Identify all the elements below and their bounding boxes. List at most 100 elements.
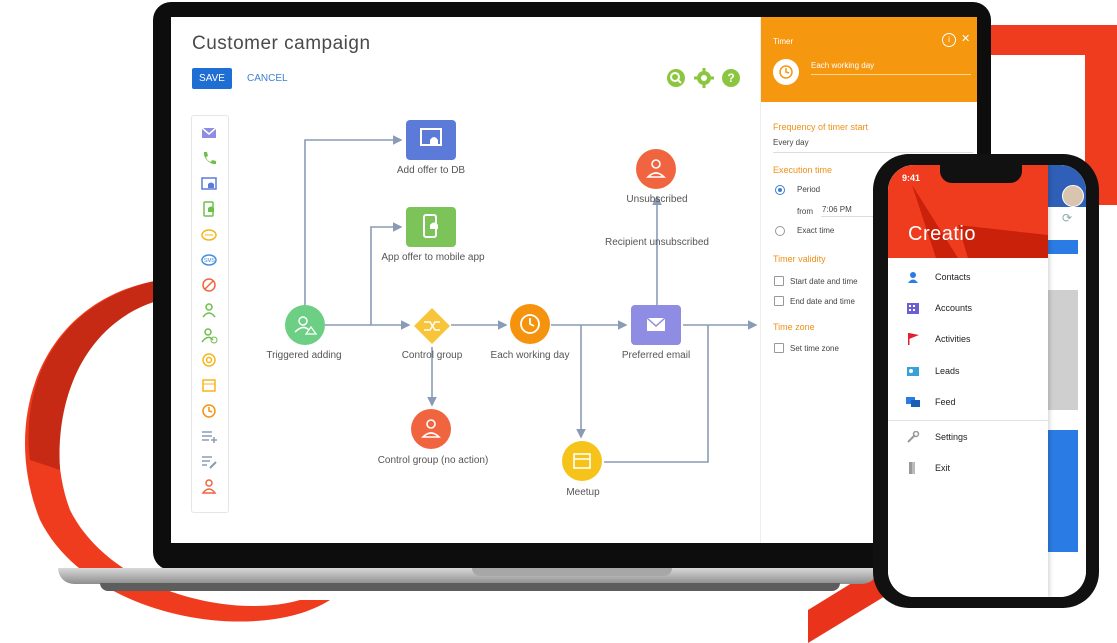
menu-item-settings[interactable]: Settings	[888, 423, 1048, 453]
node-label: Meetup	[566, 487, 600, 498]
navigation-drawer: 9:41 Creatio Contacts Accounts Activitie…	[888, 165, 1048, 597]
list-edit-icon[interactable]	[200, 452, 218, 470]
period-radio[interactable]	[775, 185, 785, 195]
accounts-icon	[907, 303, 919, 314]
status-time: 9:41	[902, 173, 921, 183]
control-group-no-action-node[interactable]	[411, 409, 451, 449]
end-date-label: End date and time	[790, 297, 855, 306]
campaign-designer-screen: Customer campaign SAVE CANCEL ? SMS	[171, 17, 977, 543]
preferred-email-node[interactable]	[631, 305, 681, 345]
db-bell-icon[interactable]	[200, 175, 218, 193]
node-label: Preferred email	[621, 350, 691, 361]
person-icon[interactable]	[200, 477, 218, 495]
triggered-adding-node[interactable]	[285, 305, 325, 345]
list-add-icon[interactable]	[200, 427, 218, 445]
frequency-section-label: Frequency of timer start	[773, 122, 869, 132]
validity-section-label: Timer validity	[773, 254, 826, 264]
meetup-node[interactable]	[562, 441, 602, 481]
gear-icon[interactable]	[694, 68, 714, 88]
unsubscribed-node[interactable]	[636, 149, 676, 189]
flow-connectors	[304, 135, 758, 463]
search-icon[interactable]	[667, 69, 685, 87]
menu-label: Feed	[935, 397, 956, 407]
node-label: Control group	[401, 350, 463, 361]
from-time-input[interactable]: 7:06 PM	[822, 205, 852, 214]
field-underline	[773, 152, 973, 153]
target-icon[interactable]	[200, 351, 218, 369]
close-icon[interactable]: ✕	[961, 33, 971, 45]
mobile-bell-icon	[423, 214, 438, 238]
frequency-select[interactable]: Every day	[773, 138, 809, 147]
node-label: Control group (no action)	[377, 455, 489, 466]
calendar-icon[interactable]	[200, 376, 218, 394]
exit-icon	[909, 462, 915, 474]
timer-name-field[interactable]: Each working day	[811, 61, 875, 70]
from-label: from	[797, 207, 813, 216]
flag-icon	[908, 333, 919, 345]
connector-label: Recipient unsubscribed	[605, 237, 709, 248]
app-block	[1048, 290, 1078, 410]
exact-time-label: Exact time	[797, 226, 835, 235]
period-label: Period	[797, 185, 821, 194]
mobile-app-screen: ⟳ 9:41 Creatio Contacts Accounts Activit…	[888, 165, 1086, 597]
email-icon[interactable]	[200, 124, 218, 142]
end-date-checkbox[interactable]	[774, 296, 784, 306]
menu-label: Leads	[935, 366, 960, 376]
menu-label: Exit	[935, 463, 951, 473]
db-bell-icon	[420, 128, 442, 146]
node-label: App offer to mobile app	[381, 252, 485, 263]
set-timezone-label: Set time zone	[790, 344, 839, 353]
cancel-button[interactable]: CANCEL	[247, 73, 288, 84]
laptop-base	[58, 568, 878, 584]
menu-item-accounts[interactable]: Accounts	[888, 294, 1048, 324]
wrench-icon	[907, 431, 920, 443]
avatar[interactable]	[1062, 185, 1084, 207]
feed-icon	[906, 397, 920, 407]
save-button[interactable]: SAVE	[192, 68, 232, 89]
laptop-base-bottom	[100, 583, 840, 591]
divider	[888, 420, 1048, 421]
refresh-icon[interactable]: ⟳	[1062, 211, 1073, 225]
app-block	[1048, 430, 1078, 552]
timer-icon	[773, 59, 799, 85]
email-icon	[646, 317, 666, 331]
node-label: Triggered adding	[266, 350, 342, 361]
set-timezone-checkbox[interactable]	[774, 343, 784, 353]
no-contact-icon[interactable]	[200, 276, 218, 294]
exact-time-radio[interactable]	[775, 226, 785, 236]
phone-icon[interactable]	[200, 150, 218, 168]
timer-icon[interactable]	[200, 402, 218, 420]
menu-item-activities[interactable]: Activities	[888, 325, 1048, 355]
contact-add-icon[interactable]	[200, 326, 218, 344]
mobile-bell-icon[interactable]	[200, 200, 218, 218]
app-bar	[1048, 240, 1078, 254]
timer-icon	[520, 314, 540, 334]
contact-icon[interactable]	[200, 301, 218, 319]
start-date-label: Start date and time	[790, 277, 858, 286]
menu-label: Contacts	[935, 272, 971, 282]
menu-label: Accounts	[935, 303, 973, 313]
help-icon[interactable]: ?	[722, 69, 740, 87]
menu-item-feed[interactable]: Feed	[888, 388, 1048, 418]
calendar-icon	[573, 453, 591, 469]
chat-icon[interactable]	[200, 226, 218, 244]
menu-item-leads[interactable]: Leads	[888, 357, 1048, 387]
laptop-notch	[472, 568, 672, 576]
app-offer-node[interactable]	[406, 207, 456, 247]
svg-text:SMS: SMS	[204, 258, 216, 264]
menu-item-exit[interactable]: Exit	[888, 454, 1048, 484]
menu-item-contacts[interactable]: Contacts	[888, 263, 1048, 293]
phone-notch	[940, 165, 1022, 183]
sms-icon[interactable]: SMS	[200, 251, 218, 269]
start-date-checkbox[interactable]	[774, 276, 784, 286]
element-palette: SMS	[191, 115, 229, 513]
info-icon[interactable]: i	[942, 33, 956, 47]
control-group-node[interactable]	[414, 308, 450, 344]
each-working-day-node[interactable]	[510, 304, 550, 344]
field-underline	[821, 216, 881, 217]
shuffle-icon	[414, 308, 450, 344]
panel-title: Timer	[773, 37, 794, 46]
add-offer-db-node[interactable]	[406, 120, 456, 160]
brand-logo: Creatio	[908, 223, 976, 245]
brand-shape	[912, 185, 1048, 258]
